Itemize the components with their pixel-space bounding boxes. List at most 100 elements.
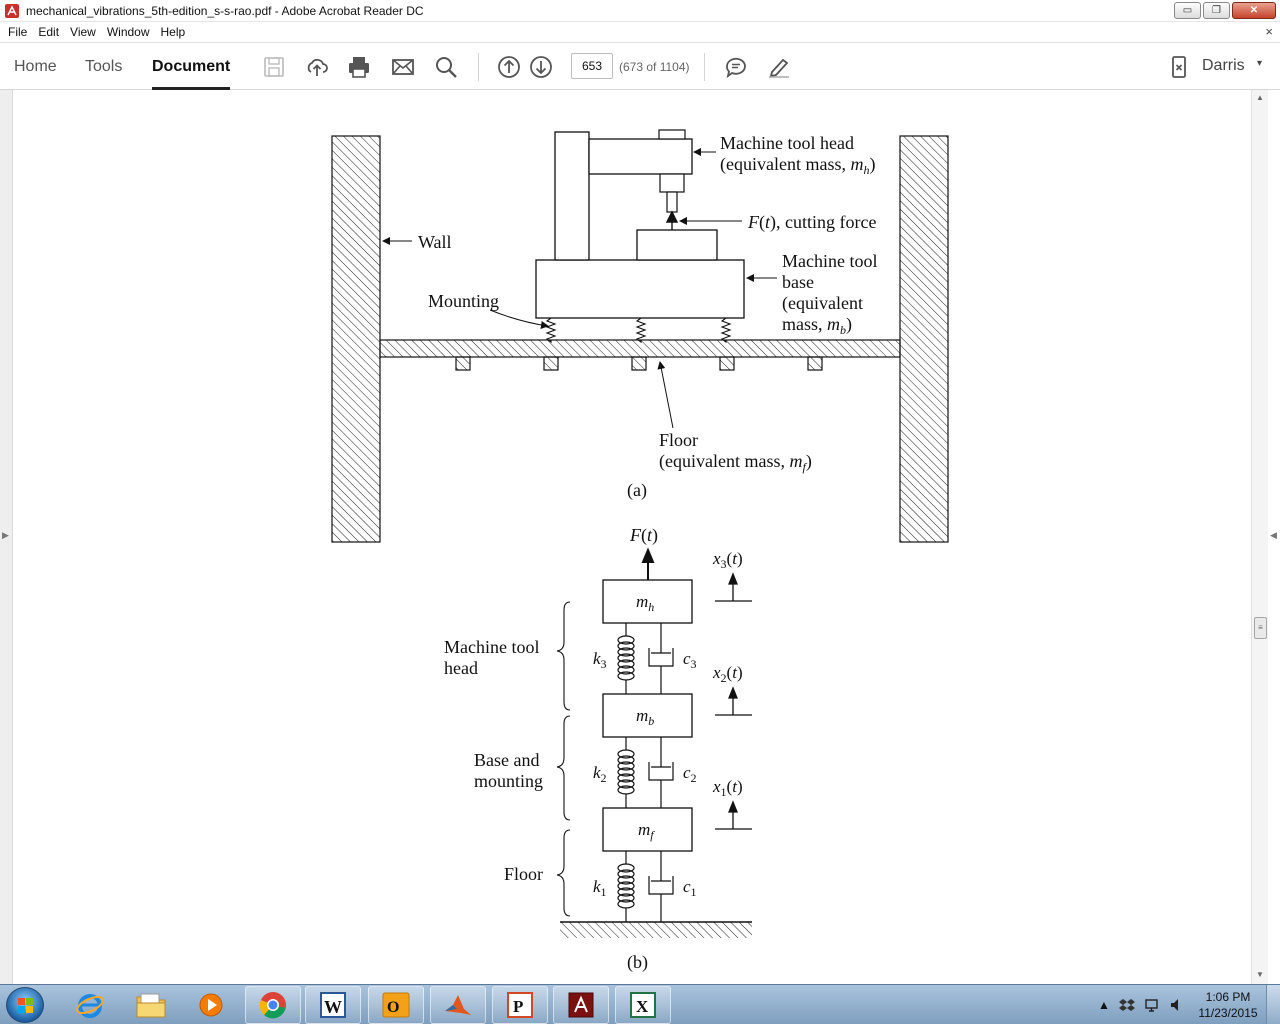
label-group-floor: Floor: [504, 864, 543, 884]
powerpoint-icon[interactable]: P: [492, 986, 548, 1024]
label-k2: k2: [593, 763, 607, 785]
outlook-icon[interactable]: O: [368, 986, 424, 1024]
label-group-base-1: Base and: [474, 750, 539, 770]
menu-file[interactable]: File: [8, 25, 28, 39]
mobile-icon[interactable]: [1167, 55, 1191, 79]
chevron-down-icon[interactable]: ▾: [1257, 58, 1263, 69]
comment-icon[interactable]: [724, 55, 748, 79]
file-explorer-icon[interactable]: [123, 986, 179, 1024]
spindle: [659, 173, 685, 193]
label-base-3: (equivalent: [782, 293, 863, 314]
menu-help[interactable]: Help: [160, 25, 186, 39]
page-up-icon[interactable]: [497, 55, 521, 79]
label-cutting-force: F(t), cutting force: [747, 212, 876, 233]
close-button[interactable]: ✕: [1232, 2, 1276, 19]
caption-b: (b): [627, 952, 648, 973]
scroll-up-icon[interactable]: ▲: [1256, 93, 1264, 102]
window-title: mechanical_vibrations_5th-edition_s-s-ra…: [26, 3, 424, 18]
taskbar: W O P X ▲ 1:06 PM 11/23/2015: [0, 984, 1280, 1024]
caption-a: (a): [627, 480, 647, 501]
toolbar: Home Tools Document 653 (673 of 1104): [0, 42, 1280, 90]
vertical-scrollbar[interactable]: ▲ ≡ ▼: [1251, 90, 1268, 984]
label-wall: Wall: [418, 232, 452, 252]
right-panel-toggle[interactable]: ◀: [1268, 90, 1280, 984]
user-menu[interactable]: Darris: [1202, 57, 1245, 74]
svg-text:W: W: [324, 997, 342, 1017]
page-count-label: (673 of 1104): [619, 60, 690, 74]
page-down-icon[interactable]: [529, 55, 553, 79]
taskbar-clock[interactable]: 1:06 PM 11/23/2015: [1196, 989, 1260, 1021]
media-player-icon[interactable]: [183, 986, 239, 1024]
matlab-icon[interactable]: [430, 986, 486, 1024]
right-wall: [899, 135, 949, 543]
left-panel-toggle[interactable]: ▶: [0, 90, 12, 984]
label-c2: c2: [683, 763, 697, 785]
expand-left-icon[interactable]: ▶: [2, 530, 9, 540]
mail-icon[interactable]: [391, 55, 415, 79]
word-icon[interactable]: W: [305, 986, 361, 1024]
machine-head: [588, 138, 693, 175]
label-group-base-2: mounting: [474, 771, 543, 791]
label-group-head-1: Machine tool: [444, 637, 539, 657]
tab-home[interactable]: Home: [14, 58, 57, 75]
chrome-icon[interactable]: [245, 986, 301, 1024]
floor-ribs: [455, 356, 823, 371]
tray-expand-icon[interactable]: ▲: [1098, 998, 1110, 1012]
menu-bar: File Edit View Window Help ×: [0, 22, 1280, 42]
brace-base: [556, 715, 571, 821]
save-icon[interactable]: [262, 55, 286, 79]
label-k3: k3: [593, 649, 607, 671]
dropbox-icon[interactable]: [1118, 997, 1135, 1013]
pen-highlight-icon[interactable]: [767, 55, 791, 79]
tab-tools[interactable]: Tools: [85, 58, 123, 75]
label-c1: c1: [683, 877, 697, 899]
label-machine-head: Machine tool head: [720, 133, 854, 153]
label-base-mass: mass, mb): [782, 314, 852, 337]
ground: [560, 922, 752, 938]
menu-view[interactable]: View: [70, 25, 96, 39]
machine-base: [535, 259, 745, 319]
scroll-thumb[interactable]: ≡: [1254, 617, 1267, 639]
machine-column: [554, 131, 590, 261]
label-base-2: base: [782, 272, 814, 292]
mounting-springs: [545, 317, 732, 344]
label-force-b: F(t): [629, 525, 658, 546]
force-arrow-b: [641, 547, 655, 580]
excel-icon[interactable]: X: [615, 986, 671, 1024]
scroll-down-icon[interactable]: ▼: [1256, 970, 1264, 979]
workpiece: [636, 229, 718, 261]
upload-cloud-icon[interactable]: [305, 55, 329, 79]
svg-text:O: O: [387, 999, 399, 1016]
tool-bit: [666, 191, 678, 213]
toolbar-separator: [478, 53, 479, 81]
print-icon[interactable]: [347, 55, 371, 79]
network-icon[interactable]: [1144, 997, 1160, 1013]
vibration-figure: Machine tool head (equivalent mass, mh) …: [331, 129, 949, 973]
page-edge: [12, 90, 13, 984]
tab-document[interactable]: Document: [152, 43, 231, 90]
restore-button[interactable]: ❐: [1203, 2, 1230, 19]
internet-explorer-icon[interactable]: [62, 986, 118, 1024]
show-desktop-button[interactable]: [1266, 985, 1280, 1024]
acrobat-icon[interactable]: [553, 986, 609, 1024]
windows-logo-icon: [18, 998, 33, 1013]
menu-window[interactable]: Window: [106, 25, 150, 39]
title-bar: mechanical_vibrations_5th-edition_s-s-ra…: [0, 0, 1280, 22]
label-mass-floor: mf: [638, 820, 655, 842]
spring-k2: [617, 737, 635, 808]
search-icon[interactable]: [434, 55, 458, 79]
label-floor-mass: (equivalent mass, mf): [659, 451, 812, 474]
page-number-input[interactable]: 653: [571, 53, 613, 79]
label-c3: c3: [683, 649, 697, 671]
minimize-button[interactable]: ▭: [1174, 2, 1201, 19]
leader-mounting: [489, 309, 549, 329]
label-floor: Floor: [659, 430, 698, 450]
label-k1: k1: [593, 877, 607, 899]
menu-edit[interactable]: Edit: [38, 25, 60, 39]
mass-floor-box: [602, 807, 693, 852]
start-button[interactable]: [6, 987, 44, 1023]
volume-icon[interactable]: [1169, 997, 1185, 1013]
expand-right-icon[interactable]: ◀: [1270, 530, 1277, 540]
left-wall: [331, 135, 381, 543]
close-document-icon[interactable]: ×: [1265, 24, 1273, 39]
